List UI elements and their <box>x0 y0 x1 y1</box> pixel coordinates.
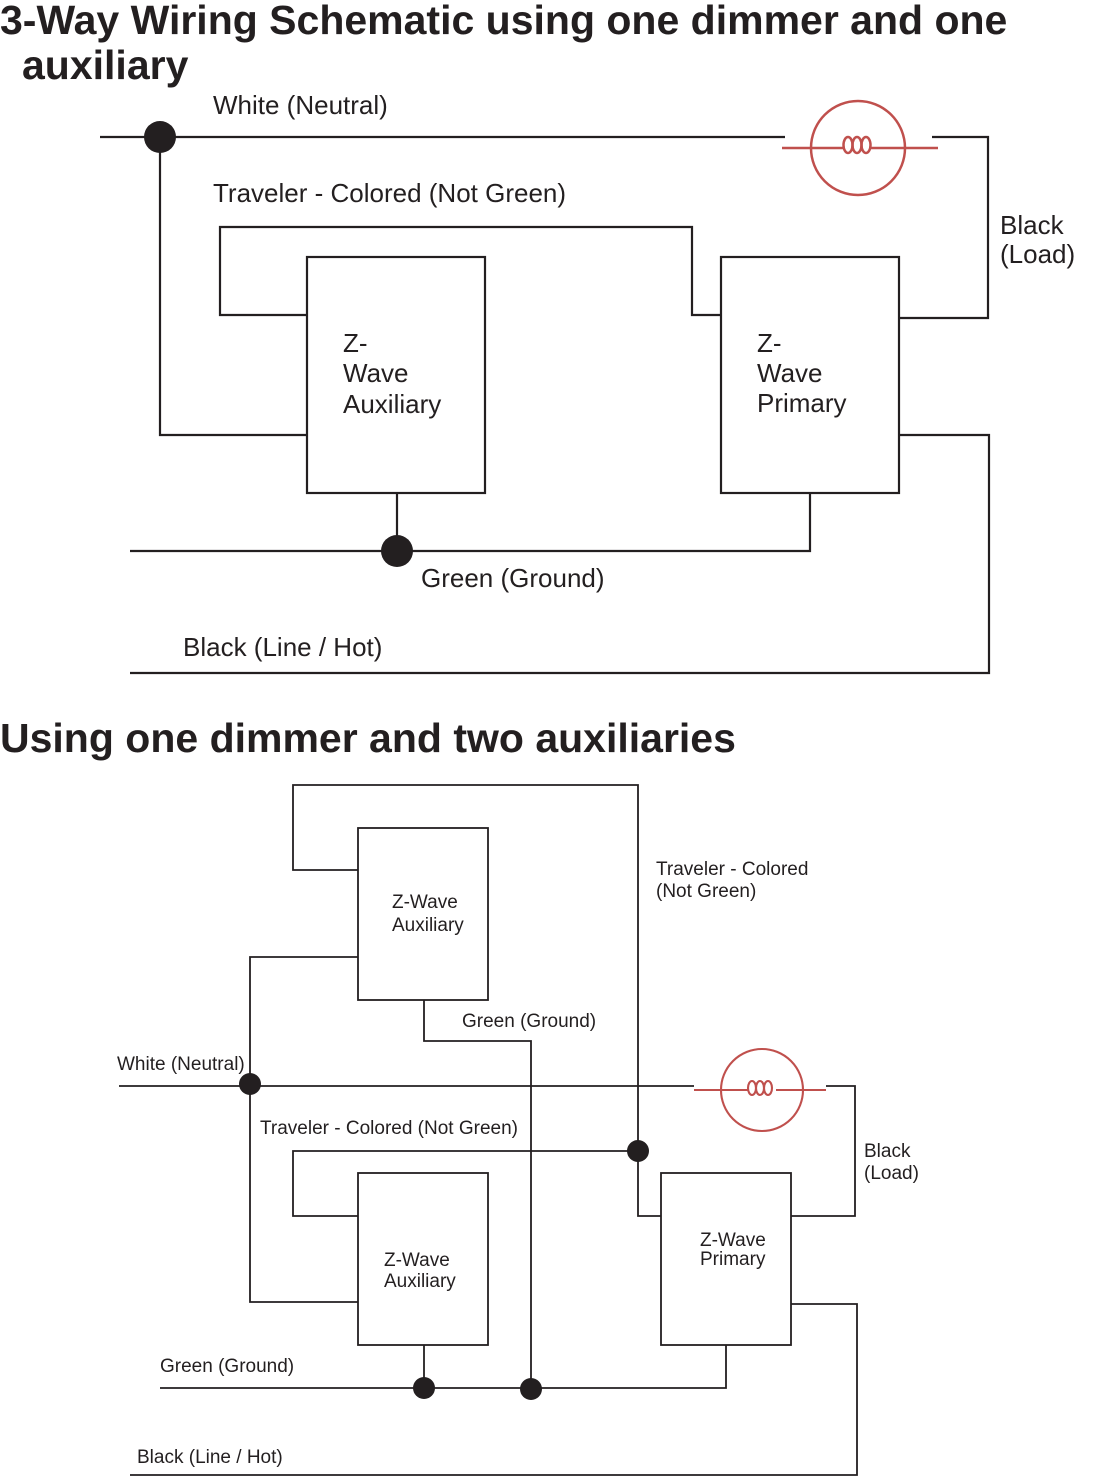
schematic-one: 3-Way Wiring Schematic using one dimmer … <box>0 0 1075 675</box>
line-hot-label: Black (Line / Hot) <box>137 1447 283 1468</box>
auxiliary-neutral-wire <box>249 956 358 1303</box>
primary-switch-box <box>660 1172 792 1346</box>
filament-loop <box>842 135 854 155</box>
neutral-label: White (Neutral) <box>117 1054 245 1075</box>
primary-label-line-2: Primary <box>700 1249 766 1270</box>
neutral-label: White (Neutral) <box>213 90 388 120</box>
filament-loop <box>762 1079 774 1097</box>
upper-ground-label: Green (Ground) <box>462 1011 596 1032</box>
neutral-splice-node <box>144 121 176 153</box>
primary-label-line-1: Z-Wave <box>700 1230 766 1251</box>
traveler-wire <box>218 225 721 317</box>
ground-splice-node <box>381 535 413 567</box>
upper-traveler-label-line-2: (Not Green) <box>656 881 756 902</box>
load-label-line-2: (Load) <box>1000 239 1075 269</box>
load-label-line-1: Black <box>1000 210 1065 240</box>
auxiliary-label-line-3: Auxiliary <box>343 389 441 419</box>
auxiliary-neutral-wire <box>158 137 307 437</box>
schematic-two: Using one dimmer and two auxiliaries <box>0 715 919 1476</box>
filament-loop <box>754 1079 766 1097</box>
lamp-filament <box>746 1079 774 1097</box>
lamp-icon <box>694 1047 826 1133</box>
load-wire <box>899 135 990 320</box>
line-hot-wire <box>130 1303 858 1476</box>
lamp-icon <box>782 99 938 197</box>
line-hot-label: Black (Line / Hot) <box>183 632 382 662</box>
ground-wire <box>160 1345 727 1389</box>
schematic-one-title-line-2: auxiliary <box>22 42 189 88</box>
lamp-filament <box>842 135 872 155</box>
ground-splice-node <box>413 1377 435 1399</box>
load-label-line-1: Black <box>864 1141 911 1162</box>
primary-label-line-3: Primary <box>757 388 847 418</box>
upper-auxiliary-label-line-1: Z-Wave <box>392 892 458 913</box>
upper-auxiliary-switch-box <box>357 827 489 1001</box>
filament-loop <box>746 1079 758 1097</box>
auxiliary-label-line-1: Z- <box>343 328 368 358</box>
primary-switch-box <box>719 255 901 495</box>
lower-traveler-wire <box>292 1150 638 1217</box>
ground-wire <box>130 493 812 553</box>
line-hot-wire <box>130 433 991 675</box>
lower-auxiliary-label-line-1: Z-Wave <box>384 1250 450 1271</box>
upper-traveler-label-line-1: Traveler - Colored <box>656 859 808 880</box>
ground-label: Green (Ground) <box>160 1356 294 1377</box>
auxiliary-label-line-2: Wave <box>343 358 409 388</box>
neutral-splice-node <box>239 1073 261 1095</box>
load-label-line-2: (Load) <box>864 1163 919 1184</box>
lower-auxiliary-label-line-2: Auxiliary <box>384 1271 456 1292</box>
traveler-label: Traveler - Colored (Not Green) <box>213 178 566 208</box>
upper-ground-wire <box>423 1000 532 1389</box>
schematic-two-title: Using one dimmer and two auxiliaries <box>0 715 736 761</box>
auxiliary-switch-box <box>305 255 487 495</box>
lower-traveler-label: Traveler - Colored (Not Green) <box>260 1118 518 1139</box>
primary-label-line-1: Z- <box>757 328 782 358</box>
upper-traveler-wire <box>292 784 661 1217</box>
lower-auxiliary-switch-box <box>357 1172 489 1346</box>
schematic-one-title-line-1: 3-Way Wiring Schematic using one dimmer … <box>0 0 1007 43</box>
filament-loop <box>851 135 863 155</box>
primary-label-line-2: Wave <box>757 358 823 388</box>
load-wire <box>791 1085 856 1217</box>
filament-loop <box>860 135 872 155</box>
ground-splice-node <box>520 1378 542 1400</box>
traveler-splice-node <box>627 1140 649 1162</box>
ground-label: Green (Ground) <box>421 563 605 593</box>
upper-auxiliary-label-line-2: Auxiliary <box>392 915 464 936</box>
